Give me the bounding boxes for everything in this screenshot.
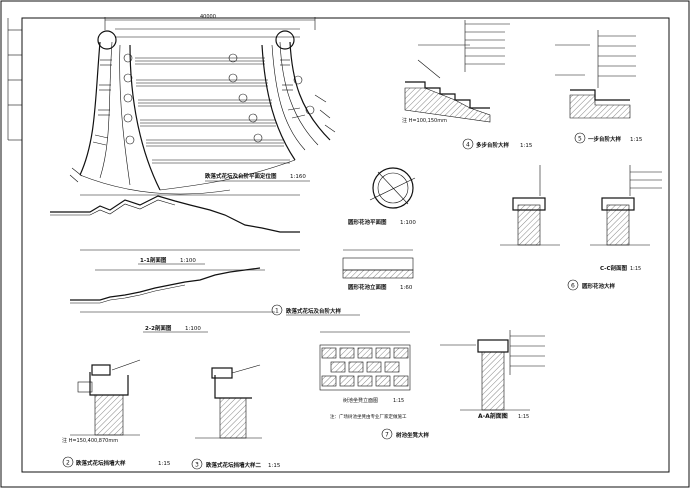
cc-title: C-C剖面图 — [600, 264, 627, 272]
bench-note: 注：广场树池坐凳由专业厂家定做施工 — [330, 413, 407, 420]
svg-text:3: 3 — [195, 462, 199, 469]
svg-text:7: 7 — [385, 432, 389, 439]
callout-3-scale: 1:15 — [268, 463, 281, 469]
round-plan-scale: 1:100 — [400, 220, 416, 226]
section-2-title: 2-2剖面图 — [145, 324, 172, 332]
aa-scale: 1:15 — [518, 414, 529, 420]
svg-text:2: 2 — [66, 460, 70, 467]
section-2-2: 2-2剖面图 1:100 — [70, 267, 275, 333]
callout-2-title: 跌落式花坛挡墙大样 — [76, 459, 126, 467]
bench-blocks — [321, 347, 409, 387]
section-1-title: 1-1剖面图 — [140, 256, 167, 264]
plan-scale: 1:160 — [290, 174, 306, 180]
corner-planter-left — [97, 30, 117, 50]
callout-6-title: 圆形花池大样 — [582, 282, 616, 290]
round-elev-title: 圆形花池立面图 — [348, 283, 387, 291]
svg-text:6: 6 — [571, 283, 575, 290]
round-planter: 圆形花池平面图 1:100 圆形花池立面图 1:60 — [342, 167, 416, 291]
callout-3-title: 跌落式花坛挡墙大样二 — [206, 461, 262, 469]
terrace-bands — [135, 57, 290, 164]
plan-view: 40000 — [69, 14, 336, 195]
detail-2-note: 注 H=150,400,870mm — [62, 437, 118, 444]
cc-scale: 1:15 — [630, 266, 641, 272]
section-2-scale: 1:100 — [185, 326, 201, 332]
callout-4-scale: 1:15 — [520, 143, 533, 149]
round-elev-scale: 1:60 — [400, 285, 413, 291]
wing-steps — [92, 59, 306, 146]
callout-5-title: 一步台阶大样 — [588, 135, 622, 143]
callout-7-title: 树池坐凳大样 — [396, 431, 430, 439]
callout-1-title: 跌落式花坛及台阶大样 — [286, 307, 342, 315]
plan-callouts — [123, 53, 315, 145]
detail-6: C-C剖面图 1:15 6 圆形花池大样 — [500, 165, 662, 291]
plan-title: 跌落式花坛及台阶平面定位图 — [205, 172, 277, 180]
section-1-scale: 1:100 — [180, 258, 196, 264]
inner-frame — [21, 17, 670, 473]
section-1-1: 1-1剖面图 1:100 — [50, 194, 300, 265]
detail-4-note: 注 H=100,150mm — [402, 117, 447, 124]
bench-elev-scale: 1:15 — [393, 398, 404, 404]
detail-4: 注 H=100,150mm 4 多步台阶大样 1:15 — [402, 20, 533, 150]
svg-text:1: 1 — [275, 308, 279, 315]
overall-dimension: 40000 — [200, 14, 216, 20]
detail-2: 注 H=150,400,870mm 2 跌落式花坛挡墙大样 1:15 — [62, 359, 171, 468]
callout-4-title: 多步台阶大样 — [476, 141, 510, 149]
section-a-a: A-A剖面图 1:15 — [440, 330, 545, 420]
aa-title: A-A剖面图 — [478, 412, 508, 420]
corner-planter-right — [275, 30, 295, 50]
detail-7: 树池坐凳立面图 1:15 注：广场树池坐凳由专业厂家定做施工 7 树池坐凳大样 — [319, 331, 430, 440]
detail-4-leaders — [464, 20, 510, 72]
round-plan-title: 圆形花池平面图 — [348, 218, 387, 226]
callout-2-scale: 1:15 — [158, 461, 171, 467]
bench-elev-title: 树池坐凳立面图 — [343, 397, 378, 404]
callout-5-scale: 1:15 — [630, 137, 643, 143]
binding-strip — [7, 18, 22, 141]
detail-5: 5 一步台阶大样 1:15 — [555, 30, 643, 144]
svg-text:5: 5 — [578, 136, 582, 143]
svg-text:4: 4 — [466, 142, 470, 149]
slope-hatch — [69, 94, 336, 183]
detail-3: 3 跌落式花坛挡墙大样二 1:15 — [191, 364, 281, 470]
callout-1: 1 跌落式花坛及台阶大样 — [271, 304, 360, 316]
